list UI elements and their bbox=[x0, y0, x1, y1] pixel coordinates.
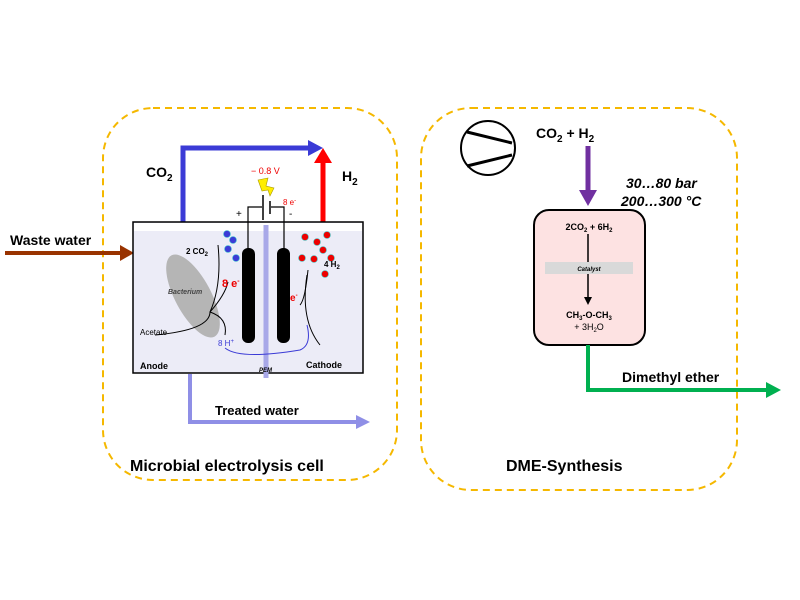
reaction-arrows bbox=[154, 244, 321, 346]
proton-path bbox=[224, 324, 309, 356]
co2-molecules bbox=[223, 230, 240, 262]
dme-title: DME-Synthesis bbox=[506, 458, 623, 475]
h2-label: H2 bbox=[342, 168, 358, 188]
cathode-label: Cathode bbox=[306, 360, 342, 370]
protons-label: 8 H+ bbox=[218, 339, 234, 348]
dme-output-arrow bbox=[586, 345, 768, 392]
waste-water-arrow bbox=[5, 245, 134, 261]
co2-label: CO2 bbox=[146, 164, 173, 184]
battery-icon bbox=[262, 195, 271, 220]
treated-water-arrow bbox=[188, 374, 358, 424]
minus-terminal: - bbox=[289, 209, 292, 220]
product-label: CH3-O-CH3 bbox=[566, 310, 612, 322]
compressor-icon bbox=[460, 120, 516, 176]
mixed-arrowhead bbox=[579, 190, 597, 206]
cathode-electrode bbox=[277, 248, 290, 343]
lightning-icon bbox=[257, 177, 275, 197]
h2-molecules bbox=[298, 231, 335, 278]
water-label: + 3H2O bbox=[574, 322, 604, 334]
mec-boundary bbox=[102, 107, 398, 481]
waste-water-label: Waste water bbox=[10, 232, 92, 248]
acetate-label: Acetate bbox=[140, 328, 168, 337]
electron-flow-label: 8 e- bbox=[283, 198, 296, 207]
catalyst-label: Catalyst bbox=[577, 267, 601, 273]
voltage-label: − 0.8 V bbox=[251, 166, 280, 176]
co2-h2-label: CO2 + H2 bbox=[536, 125, 595, 145]
pressure-condition: 30…80 bar bbox=[626, 175, 698, 191]
anode-electrons-label: 8 e- bbox=[222, 278, 240, 290]
treated-water-label: Treated water bbox=[215, 403, 299, 418]
cathode-electron-label: e- bbox=[290, 293, 298, 304]
catalyst-bed bbox=[545, 262, 633, 274]
anode-electrode bbox=[242, 248, 255, 343]
bacterium bbox=[166, 254, 220, 338]
dme-boundary bbox=[420, 107, 738, 491]
co2-arrowhead bbox=[308, 140, 323, 156]
anode-co2-label: 2 CO2 bbox=[186, 247, 209, 258]
bacterium-label: Bacterium bbox=[168, 289, 202, 296]
co2-pipe bbox=[180, 145, 310, 222]
anode-label: Anode bbox=[140, 361, 168, 371]
pem-label: PEM bbox=[259, 368, 273, 374]
h2-arrowhead bbox=[314, 148, 332, 163]
cathode-h2-label: 4 H2 bbox=[324, 260, 340, 271]
reactants-label: 2CO2 + 6H2 bbox=[566, 222, 614, 234]
dme-output-label: Dimethyl ether bbox=[622, 369, 720, 385]
temperature-condition: 200…300 °C bbox=[620, 193, 702, 209]
plus-terminal: + bbox=[236, 209, 242, 220]
mec-title: Microbial electrolysis cell bbox=[130, 458, 324, 475]
